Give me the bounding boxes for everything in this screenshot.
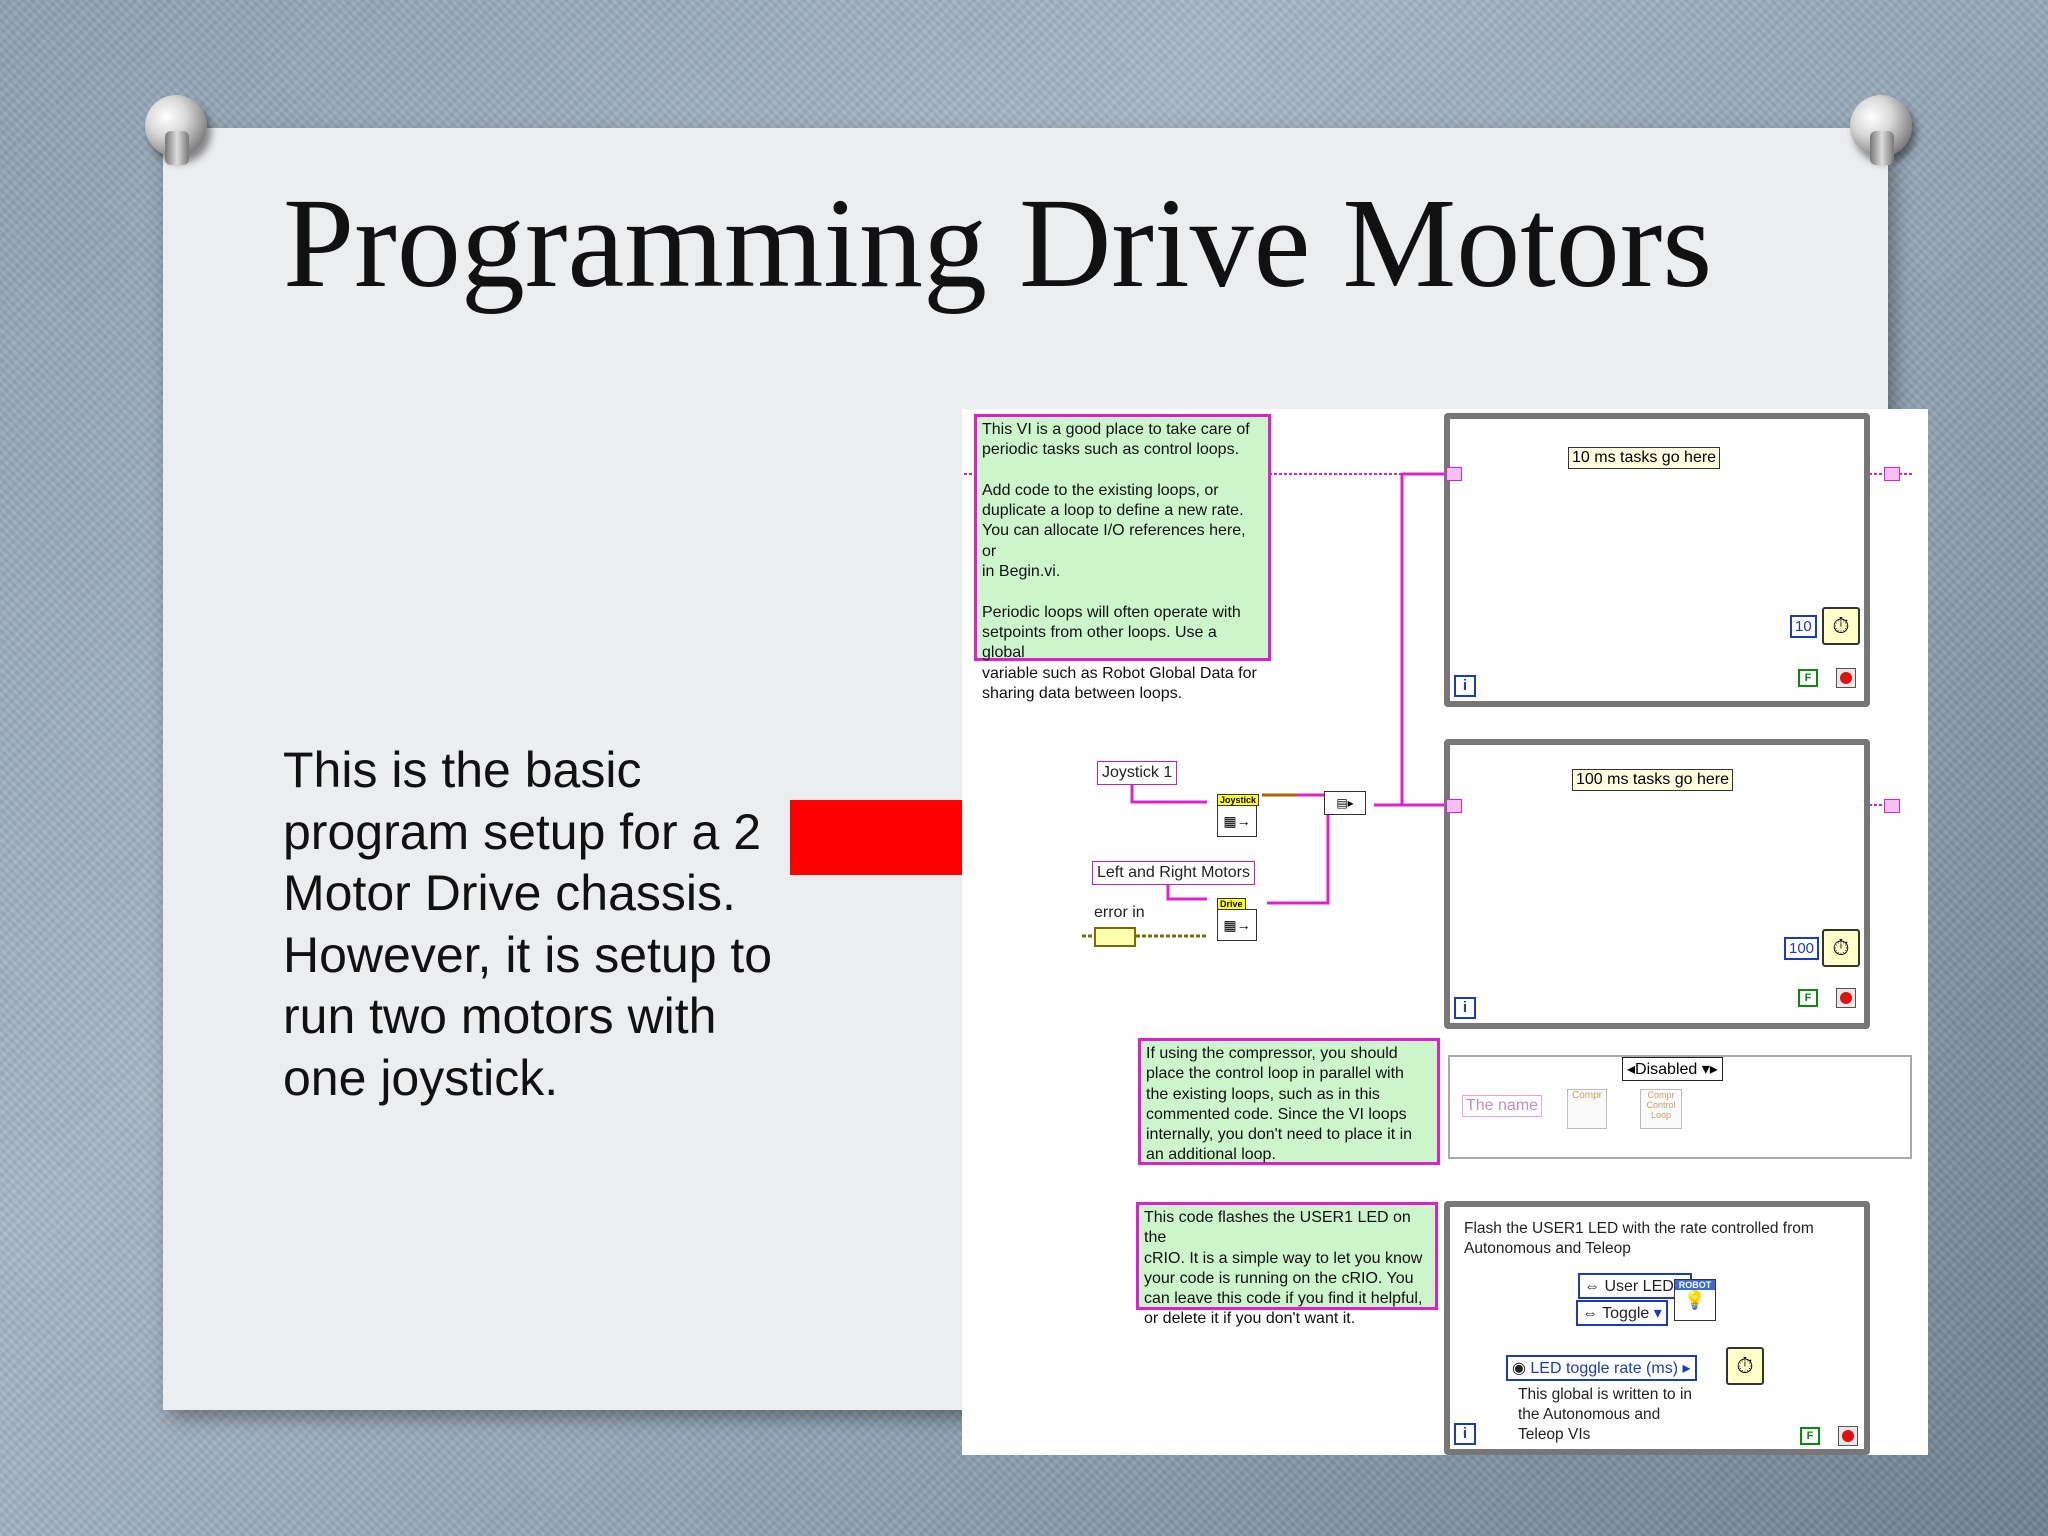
false-constant[interactable]: F	[1798, 989, 1818, 1007]
robot-vi-header: ROBOT	[1675, 1280, 1715, 1290]
iteration-terminal: i	[1454, 997, 1476, 1019]
light-bulb-icon: 💡	[1683, 1290, 1707, 1310]
led-toggle-rate-global[interactable]: ◉ LED toggle rate (ms) ▸	[1506, 1355, 1697, 1381]
error-in-label: error in	[1094, 904, 1145, 921]
loop-10ms-label: 10 ms tasks go here	[1568, 447, 1721, 469]
stop-terminal-icon	[1836, 668, 1856, 688]
loop-100ms-rate-constant[interactable]: 100	[1784, 937, 1820, 960]
pushpin-left-icon	[145, 95, 207, 165]
loop-tunnel	[1446, 799, 1462, 813]
wait-timer-icon: ⏱	[1726, 1347, 1764, 1385]
loop-tunnel	[1884, 467, 1900, 481]
iteration-terminal: i	[1454, 1423, 1476, 1445]
loop-tunnel	[1884, 799, 1900, 813]
while-loop-100ms[interactable]: 100 ms tasks go here i 100 ⏱ F	[1444, 739, 1870, 1029]
slide-body-text: This is the basic program setup for a 2 …	[283, 742, 773, 1106]
loop-10ms-rate-constant[interactable]: 10	[1790, 615, 1817, 638]
flash-led-comment: Flash the USER1 LED with the rate contro…	[1464, 1220, 1814, 1257]
false-constant[interactable]: F	[1800, 1427, 1820, 1445]
disabled-name-control: The name	[1462, 1095, 1543, 1117]
loop-tunnel	[1446, 467, 1462, 481]
user-led-ring[interactable]: ⇔ User LED ▾	[1578, 1273, 1693, 1299]
note-led: This code flashes the USER1 LED on the c…	[1136, 1202, 1438, 1327]
iteration-terminal: i	[1454, 675, 1476, 697]
loop-100ms-label: 100 ms tasks go here	[1572, 769, 1733, 791]
joystick-1-control[interactable]: Joystick 1	[1097, 761, 1178, 785]
disabled-compressor-control-loop-vi: Compr Control Loop	[1640, 1089, 1682, 1129]
disabled-case-selector[interactable]: ◂Disabled ▾▸	[1622, 1057, 1723, 1081]
stop-terminal-icon	[1838, 1426, 1858, 1446]
disabled-diagram-structure[interactable]: ◂Disabled ▾▸ The name Compr Compr Contro…	[1448, 1055, 1912, 1159]
wait-timer-icon: ⏱	[1822, 607, 1860, 645]
joystick-get-vi-icon[interactable]: ▦→	[1217, 805, 1257, 837]
while-loop-10ms[interactable]: 10 ms tasks go here i 10 ⏱ F	[1444, 413, 1870, 707]
note-compressor: If using the compressor, you should plac…	[1138, 1038, 1440, 1165]
disabled-compressor-vi: Compr	[1567, 1089, 1607, 1129]
bundle-vi-icon[interactable]: ▤▸	[1324, 791, 1366, 815]
error-in-cluster-icon[interactable]	[1094, 927, 1136, 947]
drive-vi-icon[interactable]: ▦→	[1217, 909, 1257, 941]
false-constant[interactable]: F	[1798, 669, 1818, 687]
robot-led-vi-icon[interactable]: ROBOT 💡	[1674, 1279, 1716, 1321]
wait-timer-icon: ⏱	[1822, 929, 1860, 967]
pushpin-right-icon	[1850, 95, 1912, 165]
labview-block-diagram: This VI is a good place to take care of …	[962, 409, 1928, 1455]
slide-title: Programming Drive Motors	[283, 172, 1713, 314]
stop-terminal-icon	[1836, 988, 1856, 1008]
left-right-motors-control[interactable]: Left and Right Motors	[1092, 861, 1255, 885]
note-periodic-tasks: This VI is a good place to take care of …	[974, 414, 1271, 702]
toggle-ring[interactable]: ⇔ Toggle ▾	[1576, 1300, 1668, 1326]
while-loop-led[interactable]: Flash the USER1 LED with the rate contro…	[1444, 1201, 1870, 1455]
global-note: This global is written to in the Autonom…	[1518, 1386, 1693, 1443]
